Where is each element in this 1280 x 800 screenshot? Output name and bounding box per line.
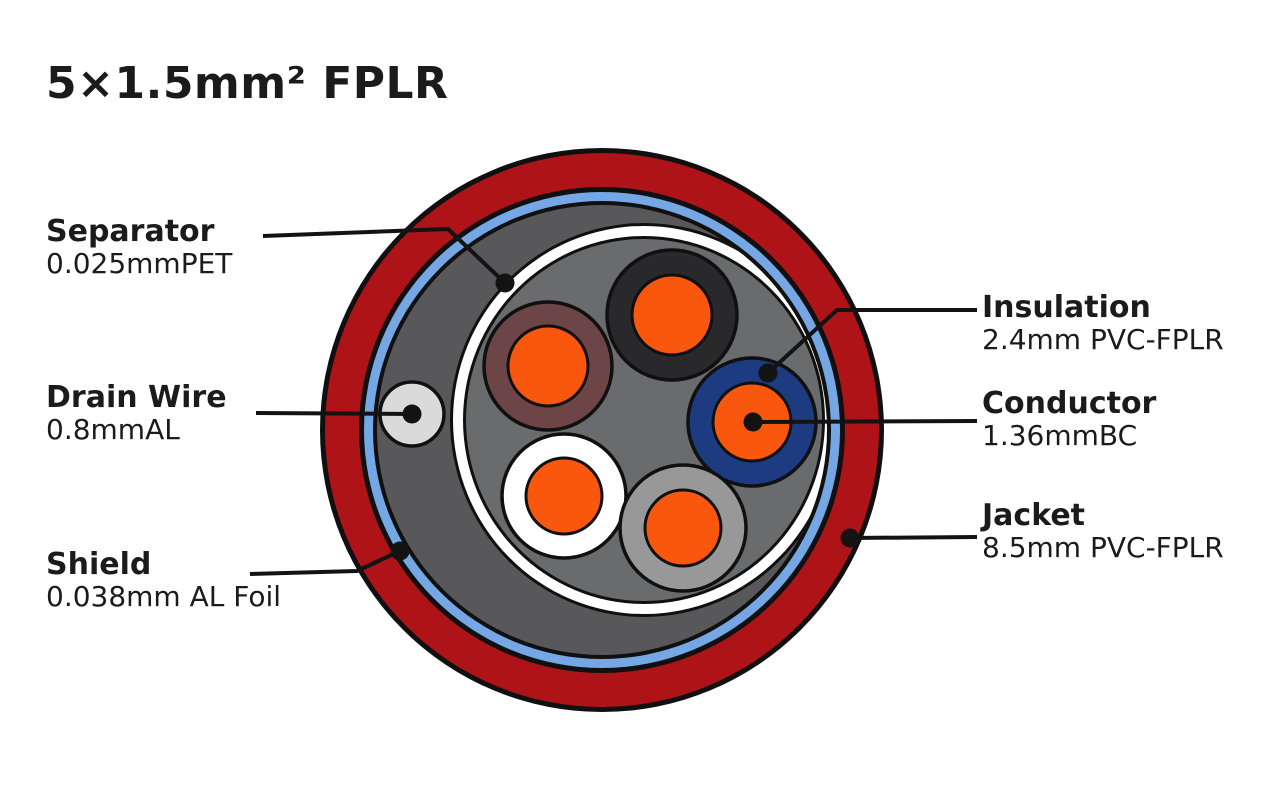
callout-shield-label: Shield (46, 547, 152, 582)
conductor-white (500, 432, 628, 560)
callout-separator: Separator 0.025mmPET (46, 215, 232, 279)
page-title: 5×1.5mm² FPLR (46, 58, 449, 109)
conductor-black (605, 248, 739, 382)
callout-insulation: Insulation 2.4mm PVC-FPLR (982, 291, 1224, 355)
leader-drain-wire (255, 404, 422, 424)
cable-body (320, 148, 884, 712)
conductor-core (524, 456, 604, 536)
callout-conductor-label: Conductor (982, 386, 1157, 421)
leader-jacket (840, 528, 978, 548)
callout-separator-label: Separator (46, 214, 215, 249)
callout-conductor-spec: 1.36mmBC (982, 419, 1138, 452)
conductor-brown (482, 300, 614, 432)
callout-jacket-spec: 8.5mm PVC-FPLR (982, 531, 1224, 564)
callout-insulation-spec: 2.4mm PVC-FPLR (982, 323, 1224, 356)
callout-drain-wire-spec: 0.8mmAL (46, 413, 180, 446)
leader-insulation (758, 308, 977, 383)
callout-jacket: Jacket 8.5mm PVC-FPLR (982, 499, 1224, 563)
callout-insulation-label: Insulation (982, 290, 1151, 325)
leader-shield (249, 541, 410, 576)
conductor-gray (618, 463, 748, 593)
callout-drain-wire-label: Drain Wire (46, 380, 227, 415)
conductor-core (630, 273, 714, 357)
conductor-core (506, 324, 590, 408)
leader-separator (262, 227, 515, 293)
callout-shield: Shield 0.038mm AL Foil (46, 548, 281, 612)
leader-conductor (743, 412, 978, 432)
callout-drain-wire: Drain Wire 0.8mmAL (46, 381, 227, 445)
conductor-core (643, 488, 723, 568)
callout-conductor: Conductor 1.36mmBC (982, 387, 1156, 451)
callout-jacket-label: Jacket (982, 498, 1086, 533)
callout-shield-spec: 0.038mm AL Foil (46, 580, 282, 613)
callout-separator-spec: 0.025mmPET (46, 247, 233, 280)
